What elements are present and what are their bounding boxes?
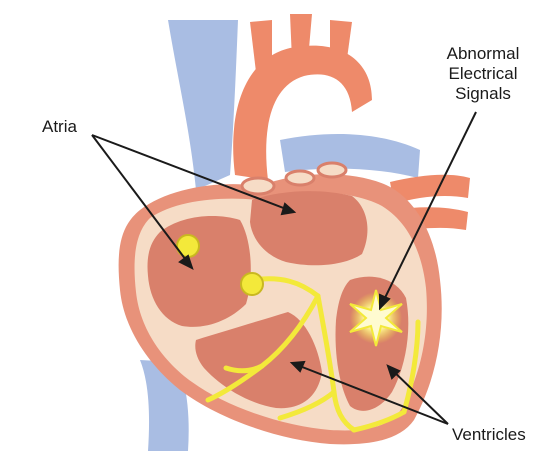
abnormal-label-line: Electrical	[418, 64, 548, 84]
abnormal-label-line: Abnormal	[418, 44, 548, 64]
abnormal-signals-label: Abnormal Electrical Signals	[418, 44, 548, 104]
valve	[318, 163, 346, 177]
abnormal-label-line: Signals	[418, 84, 548, 104]
atria-label: Atria	[42, 117, 77, 137]
valve	[242, 178, 274, 194]
ventricles-label: Ventricles	[452, 425, 526, 445]
av-node	[241, 273, 263, 295]
valve	[286, 171, 314, 185]
right-atrium	[148, 216, 251, 327]
